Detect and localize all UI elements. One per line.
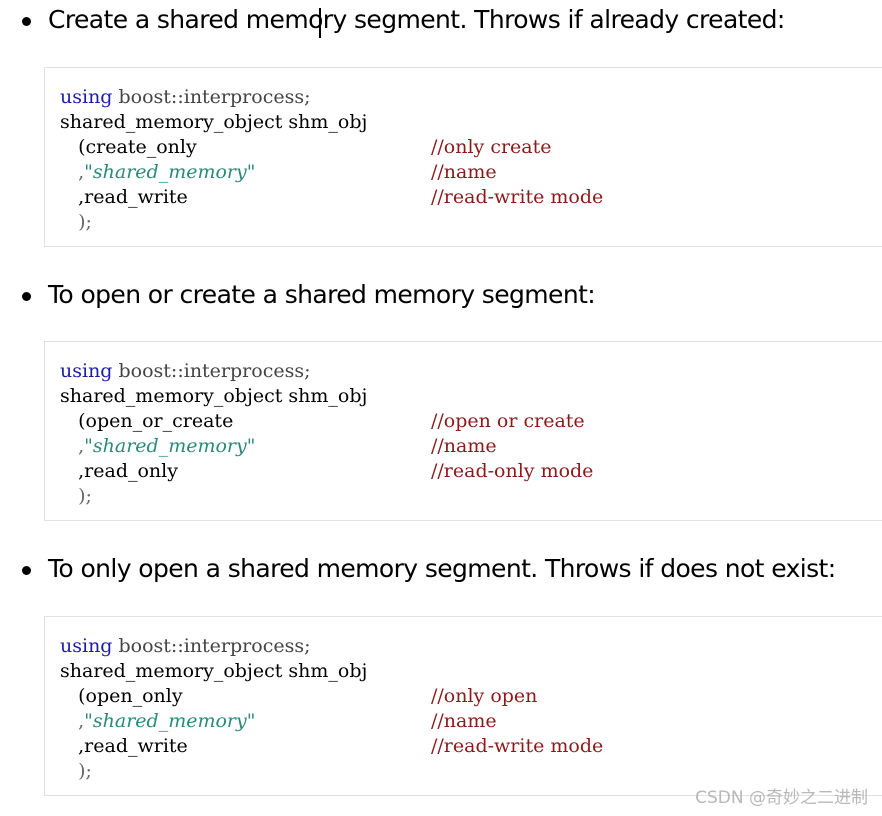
code-line-declaration: shared_memory_object shm_obj xyxy=(60,111,368,133)
code-line-close: ); xyxy=(60,760,92,782)
code-line-access: ,read_only xyxy=(60,460,178,482)
bullet-item: To open or create a shared memory segmen… xyxy=(0,279,882,311)
bullet-dot-icon xyxy=(22,292,31,301)
namespace-text: boost::interprocess; xyxy=(112,635,311,657)
bullet-item: Create a shared memory segment. Throws i… xyxy=(0,4,882,38)
code-line-close: ); xyxy=(60,485,92,507)
code-line-declaration: shared_memory_object shm_obj xyxy=(60,385,368,407)
code-line-mode: (create_only xyxy=(60,136,197,158)
code-line-name: ,"shared_memory" xyxy=(60,160,256,185)
code-string: "shared_memory" xyxy=(84,435,256,457)
code-line-name: ,"shared_memory" xyxy=(60,434,256,459)
bullet-item: To only open a shared memory segment. Th… xyxy=(0,553,882,585)
bullet-dot-icon xyxy=(22,17,31,26)
text-cursor xyxy=(319,8,321,38)
watermark: CSDN @奇妙之二进制 xyxy=(695,788,868,808)
code-line-declaration: shared_memory_object shm_obj xyxy=(60,660,368,682)
code-block[interactable]: using boost::interprocess; shared_memory… xyxy=(44,616,882,796)
code-line-mode: (open_only xyxy=(60,685,183,707)
code-punct: , xyxy=(60,161,85,183)
code-block[interactable]: using boost::interprocess; shared_memory… xyxy=(44,67,882,247)
code-comment: //name xyxy=(431,161,497,183)
code-comment: //read-write mode xyxy=(431,735,604,757)
code-block[interactable]: using boost::interprocess; shared_memory… xyxy=(44,341,882,521)
namespace-text: boost::interprocess; xyxy=(112,360,311,382)
code-line-name: ,"shared_memory" xyxy=(60,709,256,734)
code-punct: , xyxy=(60,710,85,732)
code-punct: , xyxy=(60,435,85,457)
code-comment: //read-write mode xyxy=(431,186,604,208)
code-line-access: ,read_write xyxy=(60,735,188,757)
code-line-close: ); xyxy=(60,211,92,233)
bullet-text[interactable]: To open or create a shared memory segmen… xyxy=(48,280,596,309)
code-line-mode: (open_or_create xyxy=(60,410,234,432)
keyword-using: using xyxy=(60,360,113,382)
code-comment: //only create xyxy=(431,136,552,158)
code-comment: //name xyxy=(431,435,497,457)
code-string: "shared_memory" xyxy=(84,710,256,732)
code-line-using: using boost::interprocess; xyxy=(60,85,310,110)
code-comment: //read-only mode xyxy=(431,460,594,482)
keyword-using: using xyxy=(60,635,113,657)
bullet-dot-icon xyxy=(22,566,31,575)
bullet-text[interactable]: To only open a shared memory segment. Th… xyxy=(48,554,836,583)
keyword-using: using xyxy=(60,86,113,108)
code-comment: //only open xyxy=(431,685,538,707)
bullet-text[interactable]: Create a shared memory segment. Throws i… xyxy=(48,5,785,34)
code-line-access: ,read_write xyxy=(60,186,188,208)
code-line-using: using boost::interprocess; xyxy=(60,359,310,384)
code-line-using: using boost::interprocess; xyxy=(60,634,310,659)
code-comment: //name xyxy=(431,710,497,732)
code-string: "shared_memory" xyxy=(84,161,256,183)
namespace-text: boost::interprocess; xyxy=(112,86,311,108)
code-comment: //open or create xyxy=(431,410,585,432)
